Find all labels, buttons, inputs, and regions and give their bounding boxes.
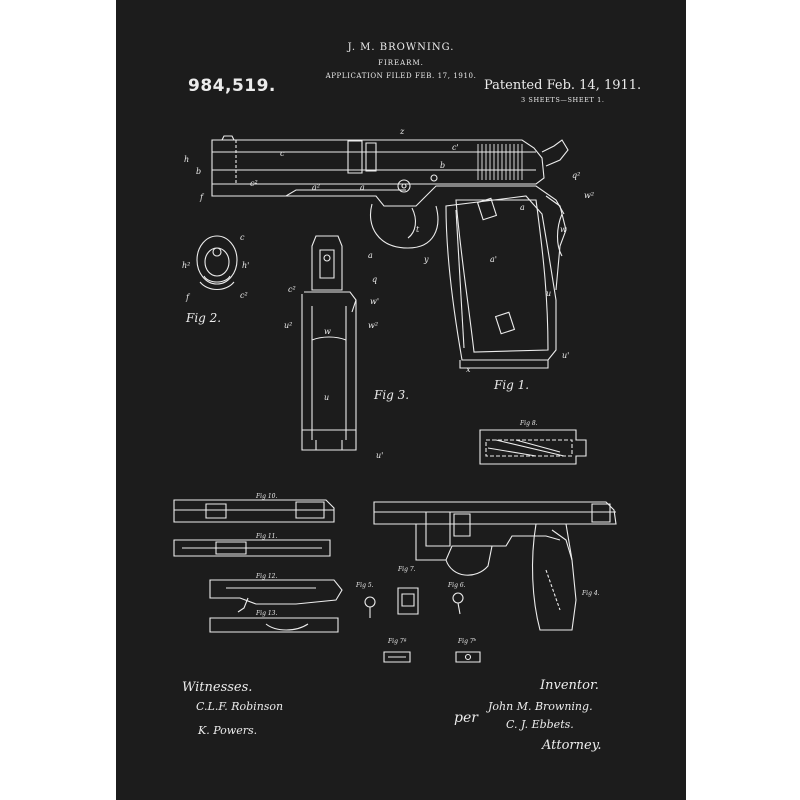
svg-text:u: u (546, 289, 551, 298)
svg-text:h: h (184, 155, 189, 164)
fig7a-label: Fig 7ª (388, 638, 407, 645)
fig7b-part (456, 652, 480, 662)
svg-text:h': h' (242, 261, 249, 270)
fig5-part (365, 597, 375, 618)
svg-text:w²: w² (368, 321, 378, 330)
fig12-label: Fig 12. (256, 573, 278, 580)
fig4-section-view (374, 502, 616, 630)
fig11-slide-section (174, 540, 330, 556)
svg-text:a: a (368, 251, 373, 260)
svg-text:u: u (324, 393, 329, 402)
fig1-label: Fig 1. (494, 378, 530, 392)
fig6-label: Fig 6. (448, 582, 466, 589)
per-text: per (454, 710, 478, 726)
svg-text:a': a' (490, 255, 497, 264)
fig3-label: Fig 3. (374, 388, 410, 402)
svg-text:b: b (196, 167, 201, 176)
fig7b-label: Fig 7ᵇ (458, 638, 477, 645)
svg-text:f: f (199, 193, 205, 202)
fig12-frame-part (210, 580, 342, 612)
svg-text:w: w (560, 225, 567, 234)
fig5-label: Fig 5. (356, 582, 374, 589)
svg-text:z: z (399, 127, 405, 136)
fig8-label: Fig 8. (520, 420, 538, 427)
attorney-label: Attorney. (542, 738, 602, 753)
svg-text:a: a (360, 183, 365, 192)
svg-text:q²: q² (572, 171, 580, 180)
fig2-label: Fig 2. (186, 311, 222, 325)
fig10-slide (174, 500, 334, 522)
svg-text:h²: h² (182, 261, 190, 270)
svg-text:a: a (520, 203, 525, 212)
svg-text:w': w' (370, 297, 379, 306)
fig1-pistol-side-view (212, 136, 568, 368)
svg-text:c²: c² (250, 179, 258, 188)
fig11-label: Fig 11. (256, 533, 278, 540)
patented-date: Patented Feb. 14, 1911. (484, 78, 642, 93)
fig3-rear-view (302, 236, 356, 450)
svg-text:c: c (280, 149, 285, 158)
fig13-label: Fig 13. (256, 610, 278, 617)
patent-number: 984,519. (188, 76, 276, 96)
patent-title: FIREARM. (378, 59, 424, 67)
slide-serrations (478, 144, 522, 180)
svg-text:u': u' (562, 351, 569, 360)
svg-text:q: q (372, 275, 377, 284)
inventor-signature: John M. Browning. (488, 700, 593, 713)
svg-text:f: f (185, 293, 191, 302)
fig7-label: Fig 7. (398, 566, 416, 573)
svg-text:u²: u² (284, 321, 292, 330)
fig7a-part (384, 652, 410, 662)
patent-poster: J. M. BROWNING. FIREARM. APPLICATION FIL… (116, 0, 686, 800)
fig6-part (453, 593, 463, 614)
fig10-label: Fig 10. (256, 493, 278, 500)
svg-text:c: c (240, 233, 245, 242)
svg-text:a²: a² (312, 183, 320, 192)
svg-text:c²: c² (240, 291, 248, 300)
application-filed: APPLICATION FILED FEB. 17, 1910. (325, 72, 477, 80)
svg-text:c²: c² (288, 285, 296, 294)
svg-text:y: y (423, 255, 429, 264)
svg-text:w: w (324, 327, 331, 336)
fig8-detail (480, 430, 586, 464)
fig4-label: Fig 4. (582, 590, 600, 597)
witness-2-signature: K. Powers. (198, 724, 258, 737)
inventor-heading: J. M. BROWNING. (347, 42, 455, 53)
svg-text:t: t (416, 225, 420, 234)
fig13-frame-part (210, 618, 338, 632)
inventor-label: Inventor. (540, 678, 599, 693)
fig7-part (398, 588, 418, 614)
witnesses-label: Witnesses. (182, 680, 253, 695)
svg-text:b: b (440, 161, 445, 170)
fig2-bushing (197, 236, 237, 290)
svg-text:u': u' (376, 451, 383, 460)
svg-text:w²: w² (584, 191, 594, 200)
sheet-count: 3 SHEETS—SHEET 1. (521, 96, 605, 104)
svg-text:x: x (466, 365, 471, 374)
witness-1-signature: C.L.F. Robinson (196, 700, 284, 713)
attorney-signature: C. J. Ebbets. (506, 718, 574, 731)
svg-text:c': c' (452, 143, 459, 152)
